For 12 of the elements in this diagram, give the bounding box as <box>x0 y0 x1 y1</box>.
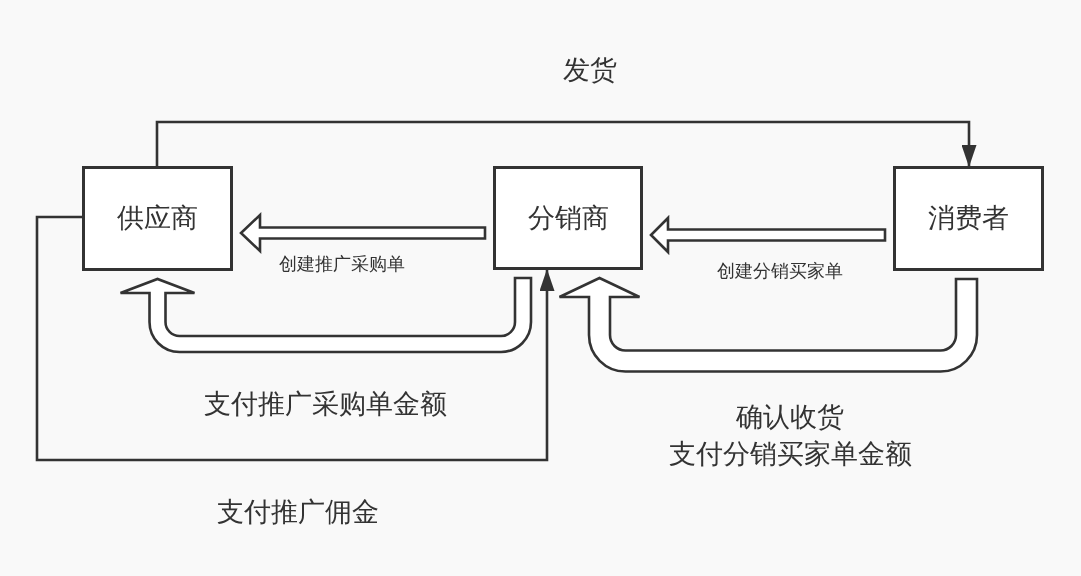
node-label: 消费者 <box>928 202 1009 235</box>
block-arrow <box>649 214 887 256</box>
process-box <box>493 166 643 270</box>
block-arrow <box>119 276 533 354</box>
connector-arrow <box>35 215 555 462</box>
node-label: 供应商 <box>117 202 198 235</box>
process-box <box>893 166 1044 271</box>
block-arrow <box>558 276 979 373</box>
connector-arrow <box>155 120 977 167</box>
node-label: 分销商 <box>527 201 609 235</box>
block-arrow <box>239 211 487 255</box>
process-box <box>82 166 233 271</box>
